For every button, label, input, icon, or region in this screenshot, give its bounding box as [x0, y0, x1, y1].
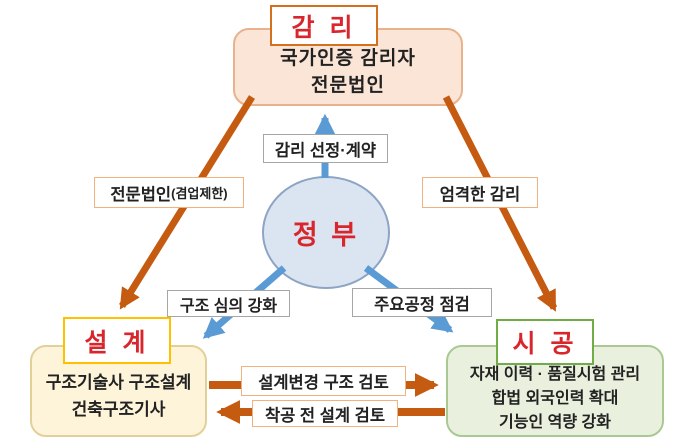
- design-title: 설 계: [63, 317, 171, 364]
- supervision-line-2: 전문법인: [311, 75, 385, 96]
- construction-line-3: 기능인 역량 강화: [499, 414, 611, 431]
- construction-line-1: 자재 이력 · 품질시험 관리: [469, 366, 641, 383]
- supervision-line-1: 국가인증 감리자: [280, 48, 416, 69]
- label-strict-supervision: 엄격한 감리: [422, 177, 538, 208]
- construction-line-2: 합법 외국인력 확대: [491, 390, 619, 407]
- label-pre-construction-review: 착공 전 설계 검토: [252, 400, 398, 427]
- construction-content-box: 자재 이력 · 품질시험 관리 합법 외국인력 확대 기능인 역량 강화: [446, 345, 664, 437]
- design-line-1: 구조기술사 구조설계: [45, 373, 192, 392]
- label-professional-corporation: 전문법인(겸업제한): [94, 177, 244, 208]
- label-professional-corporation-main: 전문법인: [110, 185, 172, 204]
- construction-title: 시 공: [496, 319, 594, 365]
- label-professional-corporation-sub: (겸업제한): [171, 186, 228, 201]
- label-major-process-check: 주요공정 점검: [352, 288, 492, 317]
- supervision-title: 감 리: [270, 5, 378, 46]
- design-line-2: 건축구조기사: [71, 400, 166, 419]
- government-label: 정 부: [292, 220, 360, 250]
- label-structural-review: 구조 심의 강화: [167, 290, 290, 317]
- label-design-change-review: 설계변경 구조 검토: [241, 366, 406, 396]
- label-supervision-selection-contract: 감리 선정·계약: [263, 134, 388, 163]
